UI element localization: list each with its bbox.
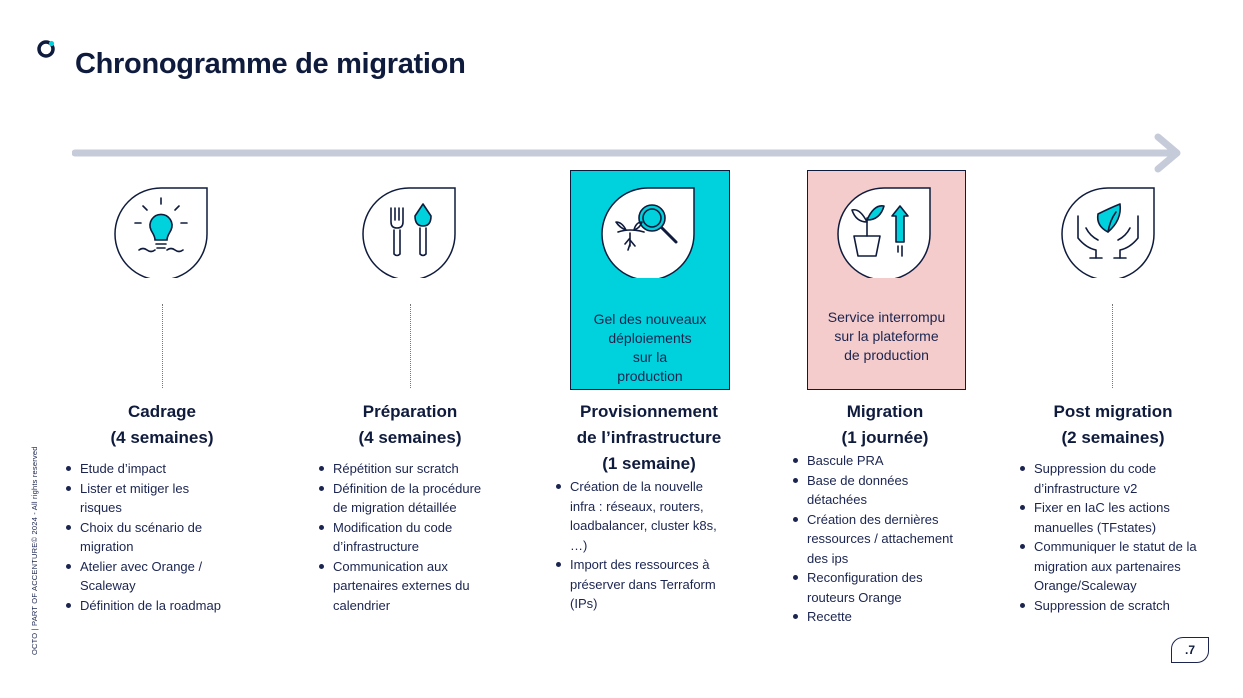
phase-title: Migration (1 journée) bbox=[841, 402, 929, 447]
list-item: Définition de la roadmap bbox=[64, 596, 234, 616]
phase-task-list: Bascule PRA Base de données détachées Cr… bbox=[791, 451, 961, 627]
page-title: Chronogramme de migration bbox=[75, 48, 466, 80]
list-item: Recette bbox=[791, 607, 961, 627]
garden-tools-icon bbox=[357, 186, 461, 278]
list-item: Suppression de scratch bbox=[1018, 596, 1198, 616]
octo-logo-icon bbox=[37, 40, 55, 58]
list-item: Répétition sur scratch bbox=[317, 459, 487, 479]
phase-task-list: Création de la nouvelle infra : réseaux,… bbox=[554, 477, 724, 614]
phase-title: Cadrage (4 semaines) bbox=[110, 402, 214, 447]
highlight-text: Service interrompu sur la plateforme de … bbox=[827, 309, 946, 363]
list-item: Bascule PRA bbox=[791, 451, 961, 471]
list-item: Import des ressources à préserver dans T… bbox=[554, 555, 724, 614]
list-item: Base de données détachées bbox=[791, 471, 961, 510]
plant-growth-arrow-icon bbox=[832, 186, 936, 278]
list-item: Création des dernières ressources / atta… bbox=[791, 510, 961, 569]
list-item: Définition de la procédure de migration … bbox=[317, 479, 487, 518]
phase-task-list: Etude d’impact Lister et mitiger les ris… bbox=[64, 459, 234, 615]
timeline-connector bbox=[410, 304, 411, 388]
list-item: Modification du code d’infrastructure bbox=[317, 518, 487, 557]
list-item: Fixer en IaC les actions manuelles (TFst… bbox=[1018, 498, 1198, 537]
list-item: Etude d’impact bbox=[64, 459, 234, 479]
timeline-arrow-icon bbox=[72, 133, 1181, 173]
phase-title: Préparation (4 semaines) bbox=[358, 402, 462, 447]
list-item: Choix du scénario de migration bbox=[64, 518, 234, 557]
magnifier-plant-icon bbox=[596, 186, 700, 278]
highlight-text: Gel des nouveaux déploiements sur la pro… bbox=[593, 311, 707, 384]
timeline-connector bbox=[162, 304, 163, 388]
copyright-note: OCTO | PART OF ACCENTURE© 2024 - All rig… bbox=[30, 446, 39, 655]
list-item: Création de la nouvelle infra : réseaux,… bbox=[554, 477, 724, 555]
phase-title: Post migration (2 semaines) bbox=[1053, 402, 1173, 447]
lightbulb-icon bbox=[109, 186, 213, 278]
list-item: Communiquer le statut de la migration au… bbox=[1018, 537, 1198, 596]
hands-leaf-icon bbox=[1056, 186, 1160, 278]
list-item: Lister et mitiger les risques bbox=[64, 479, 234, 518]
list-item: Suppression du code d’infrastructure v2 bbox=[1018, 459, 1198, 498]
list-item: Atelier avec Orange / Scaleway bbox=[64, 557, 234, 596]
phase-task-list: Suppression du code d’infrastructure v2 … bbox=[1018, 459, 1198, 615]
phase-title: Provisionnement de l’infrastructure (1 s… bbox=[576, 402, 722, 473]
timeline-connector bbox=[1112, 304, 1113, 388]
page-number: .7 bbox=[1171, 637, 1209, 663]
list-item: Reconfiguration des routeurs Orange bbox=[791, 568, 961, 607]
list-item: Communication aux partenaires externes d… bbox=[317, 557, 487, 616]
phase-task-list: Répétition sur scratch Définition de la … bbox=[317, 459, 487, 615]
